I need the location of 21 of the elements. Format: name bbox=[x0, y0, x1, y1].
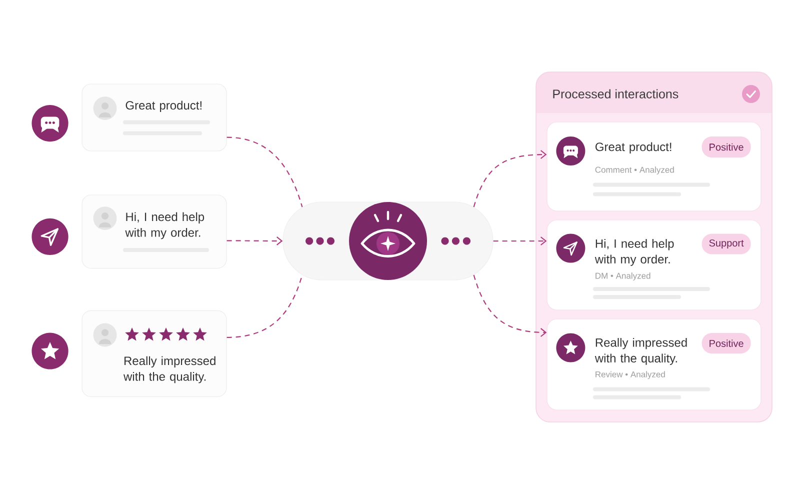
arrow bbox=[473, 274, 547, 337]
status-text: DM • Analyzed bbox=[596, 272, 650, 280]
message-text: Really impressed with the quality. bbox=[594, 338, 687, 365]
arrow bbox=[473, 150, 547, 208]
panel-title: Processed interactions bbox=[553, 89, 678, 98]
message-card bbox=[82, 84, 227, 152]
arrow bbox=[493, 236, 547, 246]
message-card bbox=[82, 310, 227, 397]
message-text: Great product! bbox=[126, 100, 202, 112]
status-text: Comment • Analyzed bbox=[595, 166, 674, 174]
status-text: Review • Analyzed bbox=[596, 371, 665, 380]
message-text: Really impressed with the quality. bbox=[124, 356, 216, 384]
connector bbox=[226, 136, 303, 208]
message-text: Great product! bbox=[596, 142, 672, 154]
result-card bbox=[546, 122, 762, 212]
message-text: Hi, I need help with my order. bbox=[594, 239, 674, 266]
result-card bbox=[546, 220, 762, 310]
message-text: Hi, I need help with my order. bbox=[125, 212, 204, 240]
message-card bbox=[82, 194, 227, 269]
result-card bbox=[546, 318, 762, 410]
arrow bbox=[226, 236, 283, 246]
